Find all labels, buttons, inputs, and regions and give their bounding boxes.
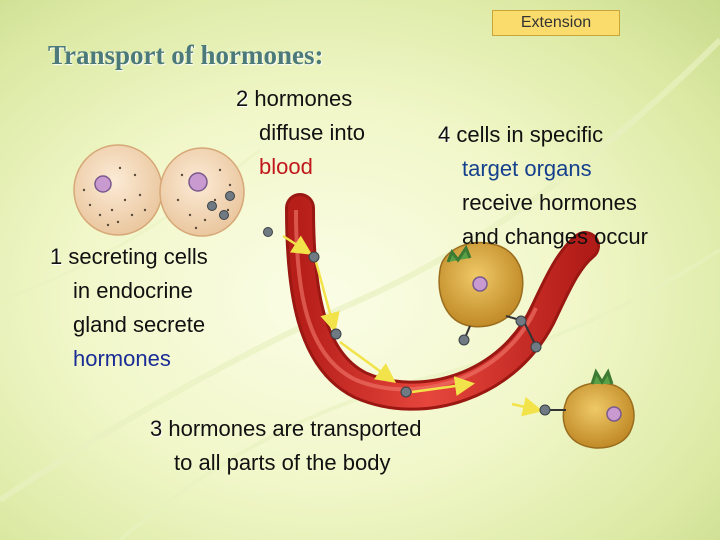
hormone-icon (458, 334, 470, 346)
step-3-number: 3 (150, 416, 163, 441)
nucleus-icon (606, 406, 622, 422)
extension-badge: Extension (492, 10, 620, 36)
page-title: Transport of hormones: (48, 40, 324, 70)
hormone-icon (530, 341, 542, 353)
hormone-icon (263, 227, 273, 237)
hormone-icon (400, 386, 412, 398)
step-4-highlight: target organs (462, 156, 592, 181)
endocrine-cell-left (73, 144, 163, 236)
hormones-in-blood (263, 227, 551, 416)
endocrine-cell-right (159, 147, 245, 237)
step-1-highlight: hormones (73, 346, 171, 371)
nucleus-icon (472, 276, 488, 292)
step-1-line2: in endocrine (73, 278, 193, 303)
step-4-label: 4 cells in specific target organs receiv… (438, 118, 648, 254)
hormone-icon (225, 191, 235, 201)
step-1-number: 1 (50, 244, 63, 269)
hormone-icon (219, 210, 229, 220)
step-2-number: 2 (236, 86, 249, 111)
target-cell-upper (438, 241, 524, 328)
step-1-label: 1 secreting cells in endocrine gland sec… (50, 240, 208, 376)
nucleus-icon (188, 172, 208, 192)
blood-vessel (285, 193, 600, 411)
nucleus-icon (94, 175, 112, 193)
step-4-line4: and changes occur (462, 224, 648, 249)
hormone-icon (207, 201, 217, 211)
step-4-number: 4 (438, 122, 451, 147)
step-4-line3: receive hormones (462, 190, 637, 215)
step-2-highlight: blood (259, 154, 313, 179)
step-2-line1: hormones (254, 86, 353, 111)
hormone-icon (330, 328, 342, 340)
step-1-line3: gland secrete (73, 312, 206, 337)
step-3-line1: hormones are transported (168, 416, 422, 441)
transport-arrows (282, 234, 543, 417)
hormone-icon (515, 315, 527, 327)
step-3-label: 3 hormones are transported to all parts … (150, 412, 422, 480)
step-1-line1: secreting cells (68, 244, 208, 269)
step-3-line2: to all parts of the body (174, 450, 391, 475)
step-4-line1: cells in specific (456, 122, 604, 147)
hormone-icon (539, 404, 551, 416)
step-2-label: 2 hormones diffuse into blood (236, 82, 365, 184)
hormone-icon (308, 251, 320, 263)
target-cell-lower (562, 368, 635, 449)
step-2-line2: diffuse into (259, 120, 366, 145)
